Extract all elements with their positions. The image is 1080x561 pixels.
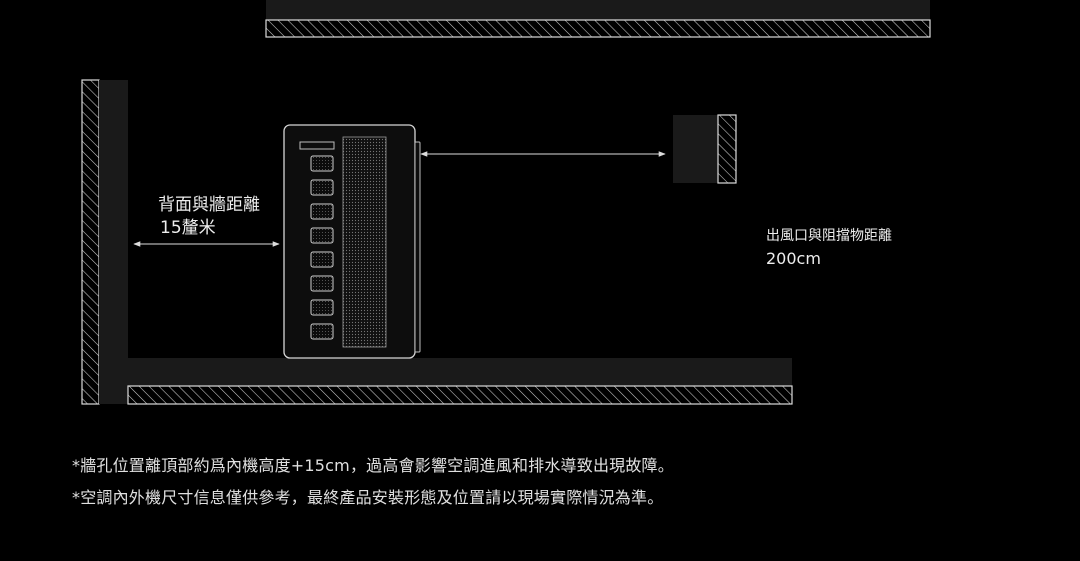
back-distance-title: 背面與牆距離: [158, 195, 260, 215]
obstacle-block: [673, 114, 737, 184]
floor: [127, 358, 793, 405]
side-vents: [310, 155, 334, 340]
note-wall-hole: *牆孔位置離頂部約爲內機高度+15cm，過高會影響空調進風和排水導致出現故障。: [72, 456, 674, 475]
ceiling: [265, 0, 931, 38]
left-wall: [81, 79, 128, 405]
back-distance-value: 15釐米: [160, 218, 216, 238]
fan-grille: [342, 136, 387, 348]
outlet-distance-value: 200cm: [766, 249, 821, 268]
outlet-distance-title: 出風口與阻擋物距離: [766, 228, 892, 244]
outdoor-unit: [283, 124, 421, 359]
note-size-disclaimer: *空調內外機尺寸信息僅供參考，最終產品安裝形態及位置請以現場實際情況為準。: [72, 488, 664, 507]
